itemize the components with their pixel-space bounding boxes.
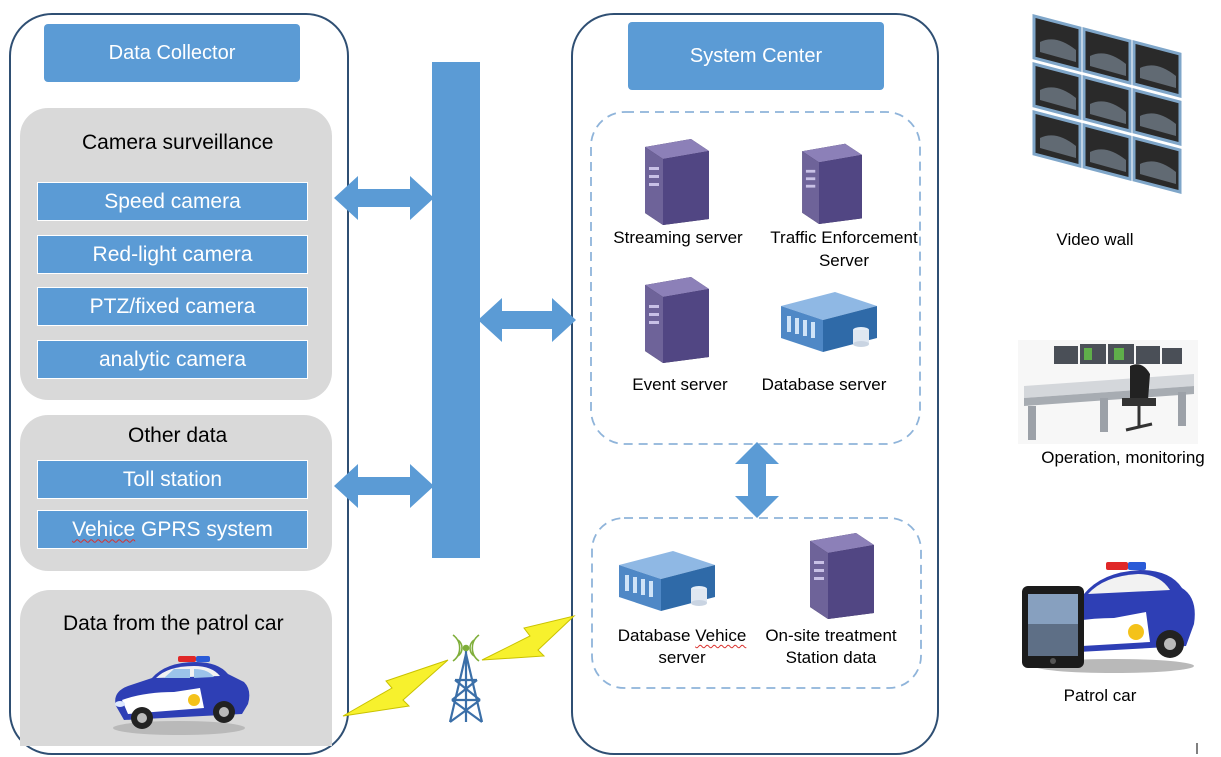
arrow-camera-bus <box>334 176 434 220</box>
center-title-text: System Center <box>689 44 823 67</box>
patrol-heading: Data from the patrol car <box>63 612 284 635</box>
db-vehice-label-2: server <box>658 648 706 667</box>
onsite-label-1: On-site treatment <box>765 626 897 645</box>
db-vehice-label-1: Database Vehice <box>606 624 758 647</box>
operation-label: Operation, monitoring <box>1041 448 1205 467</box>
onsite-server-icon <box>810 533 874 619</box>
collector-title-text: Data Collector <box>108 41 236 64</box>
server-group-bottom <box>591 517 922 689</box>
patrol-car-device-icon <box>1022 562 1195 673</box>
other-item-toll: Toll station <box>37 460 308 499</box>
camera-heading: Camera surveillance <box>82 131 274 154</box>
database-vehice-server-icon <box>619 551 715 611</box>
collector-title: Data Collector <box>44 24 300 82</box>
data-bus-bar <box>432 62 480 558</box>
center-frame <box>571 13 939 755</box>
antenna-tower-icon <box>448 648 484 723</box>
traffic-server-icon <box>802 143 862 224</box>
other-item-gprs: Vehice GPRS system <box>37 510 308 549</box>
antenna-signal-icon <box>452 634 480 662</box>
arrow-other-bus <box>334 464 434 508</box>
onsite-label-2: Station data <box>785 648 877 667</box>
arrow-bus-center <box>478 298 576 342</box>
gprs-prefix: Vehice <box>72 517 136 541</box>
database-server-label: Database server <box>761 375 887 394</box>
traffic-server-label-1: Traffic Enforcement <box>770 228 918 247</box>
camera-item-speed: Speed camera <box>37 182 308 221</box>
db-vehice-label-word-a: Database <box>617 626 691 645</box>
camera-item-analytic: analytic camera <box>37 340 308 379</box>
video-wall-icon <box>1032 14 1182 194</box>
streaming-server-label: Streaming server <box>613 228 743 247</box>
center-title: System Center <box>628 22 884 90</box>
wireless-link-right <box>481 615 576 661</box>
traffic-server-label-2: Server <box>818 251 870 270</box>
gprs-text: GPRS system <box>141 517 273 541</box>
db-vehice-label-word-b: Vehice <box>695 626 747 645</box>
camera-item-red-light: Red-light camera <box>37 235 308 274</box>
event-server-label: Event server <box>632 375 728 394</box>
operation-room-icon <box>1018 340 1198 444</box>
patrol-car-icon <box>113 656 250 735</box>
wireless-link-left <box>342 659 449 717</box>
arrow-server-groups <box>735 442 779 518</box>
streaming-server-icon <box>645 139 709 225</box>
collector-frame <box>9 13 349 755</box>
video-wall-label: Video wall <box>1056 230 1134 249</box>
patrol-car-label: Patrol car <box>1063 686 1137 705</box>
camera-item-ptz: PTZ/fixed camera <box>37 287 308 326</box>
event-server-icon <box>645 277 709 363</box>
database-server-icon <box>781 292 877 352</box>
other-data-heading: Other data <box>128 424 228 447</box>
